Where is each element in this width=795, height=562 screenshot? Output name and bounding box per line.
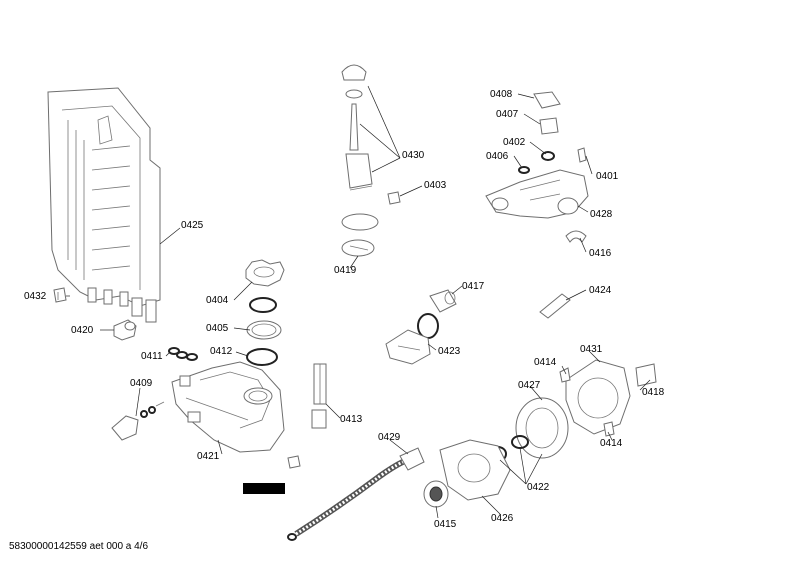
elbow-part-0420 bbox=[113, 319, 137, 341]
manifold-part-0428 bbox=[485, 169, 589, 219]
o-ring-0406 bbox=[518, 166, 530, 174]
label-0416: 0416 bbox=[589, 248, 612, 259]
label-0401: 0401 bbox=[596, 171, 619, 182]
label-0422: 0422 bbox=[527, 482, 550, 493]
label-0425: 0425 bbox=[181, 220, 204, 231]
connector-0407 bbox=[539, 117, 559, 135]
label-0414-top: 0414 bbox=[534, 357, 557, 368]
label-0423: 0423 bbox=[438, 346, 461, 357]
document-footer-code: 58300000142559 aet 000 a 4/6 bbox=[9, 541, 149, 552]
black-redaction-bar bbox=[243, 483, 285, 494]
ring-part-0415 bbox=[423, 480, 449, 508]
sump-base-part bbox=[171, 361, 285, 453]
water-tank-part bbox=[47, 87, 161, 323]
o-ring-0402 bbox=[541, 151, 555, 161]
label-0409: 0409 bbox=[130, 378, 153, 389]
label-0414-bottom: 0414 bbox=[600, 438, 623, 449]
pump-housing-0426 bbox=[439, 439, 511, 501]
label-0424: 0424 bbox=[589, 285, 612, 296]
lid-part-0419 bbox=[341, 213, 379, 257]
impeller-0427 bbox=[515, 397, 569, 459]
rod-part-0424 bbox=[539, 293, 571, 319]
connector-0408 bbox=[533, 91, 561, 109]
connector-0418 bbox=[635, 363, 657, 387]
label-0417: 0417 bbox=[462, 281, 485, 292]
label-0431: 0431 bbox=[580, 344, 603, 355]
label-0419: 0419 bbox=[334, 265, 357, 276]
label-0415: 0415 bbox=[434, 519, 457, 530]
valve-part-0409 bbox=[111, 401, 165, 441]
label-0429: 0429 bbox=[378, 432, 401, 443]
clip-0401 bbox=[577, 147, 587, 163]
label-0430: 0430 bbox=[402, 150, 425, 161]
label-0412: 0412 bbox=[210, 346, 233, 357]
label-0428: 0428 bbox=[590, 209, 613, 220]
label-0403: 0403 bbox=[424, 180, 447, 191]
clamp-part-0416 bbox=[565, 230, 587, 243]
part-labels: 0432 0420 0425 0404 0405 0411 0412 0409 … bbox=[24, 89, 665, 530]
nut-part-0404 bbox=[245, 259, 285, 287]
ring-part-0405 bbox=[249, 297, 277, 313]
coupling-0417 bbox=[429, 289, 457, 313]
float-part-0413 bbox=[311, 363, 327, 429]
hose-part-0429 bbox=[287, 447, 425, 541]
ring-part-0412b bbox=[246, 348, 278, 366]
label-0432: 0432 bbox=[24, 291, 47, 302]
pump-motor-0431 bbox=[559, 359, 631, 437]
threaded-ring-0412 bbox=[246, 320, 282, 340]
small-rings-0411 bbox=[168, 347, 198, 361]
label-0418: 0418 bbox=[642, 387, 665, 398]
label-0408: 0408 bbox=[490, 89, 513, 100]
label-0404: 0404 bbox=[206, 295, 229, 306]
label-0402: 0402 bbox=[503, 137, 526, 148]
label-0426: 0426 bbox=[491, 513, 514, 524]
dispenser-column-0430 bbox=[341, 64, 401, 205]
label-0421: 0421 bbox=[197, 451, 220, 462]
label-0427: 0427 bbox=[518, 380, 541, 391]
label-0406: 0406 bbox=[486, 151, 509, 162]
label-0413: 0413 bbox=[340, 414, 363, 425]
label-0420: 0420 bbox=[71, 325, 94, 336]
leader-lines bbox=[66, 85, 651, 519]
label-0407: 0407 bbox=[496, 109, 519, 120]
clip-small bbox=[287, 455, 301, 469]
heater-part-0423 bbox=[385, 313, 439, 365]
label-0411: 0411 bbox=[141, 351, 163, 362]
clip-part-0432 bbox=[53, 287, 67, 303]
label-0405: 0405 bbox=[206, 323, 229, 334]
